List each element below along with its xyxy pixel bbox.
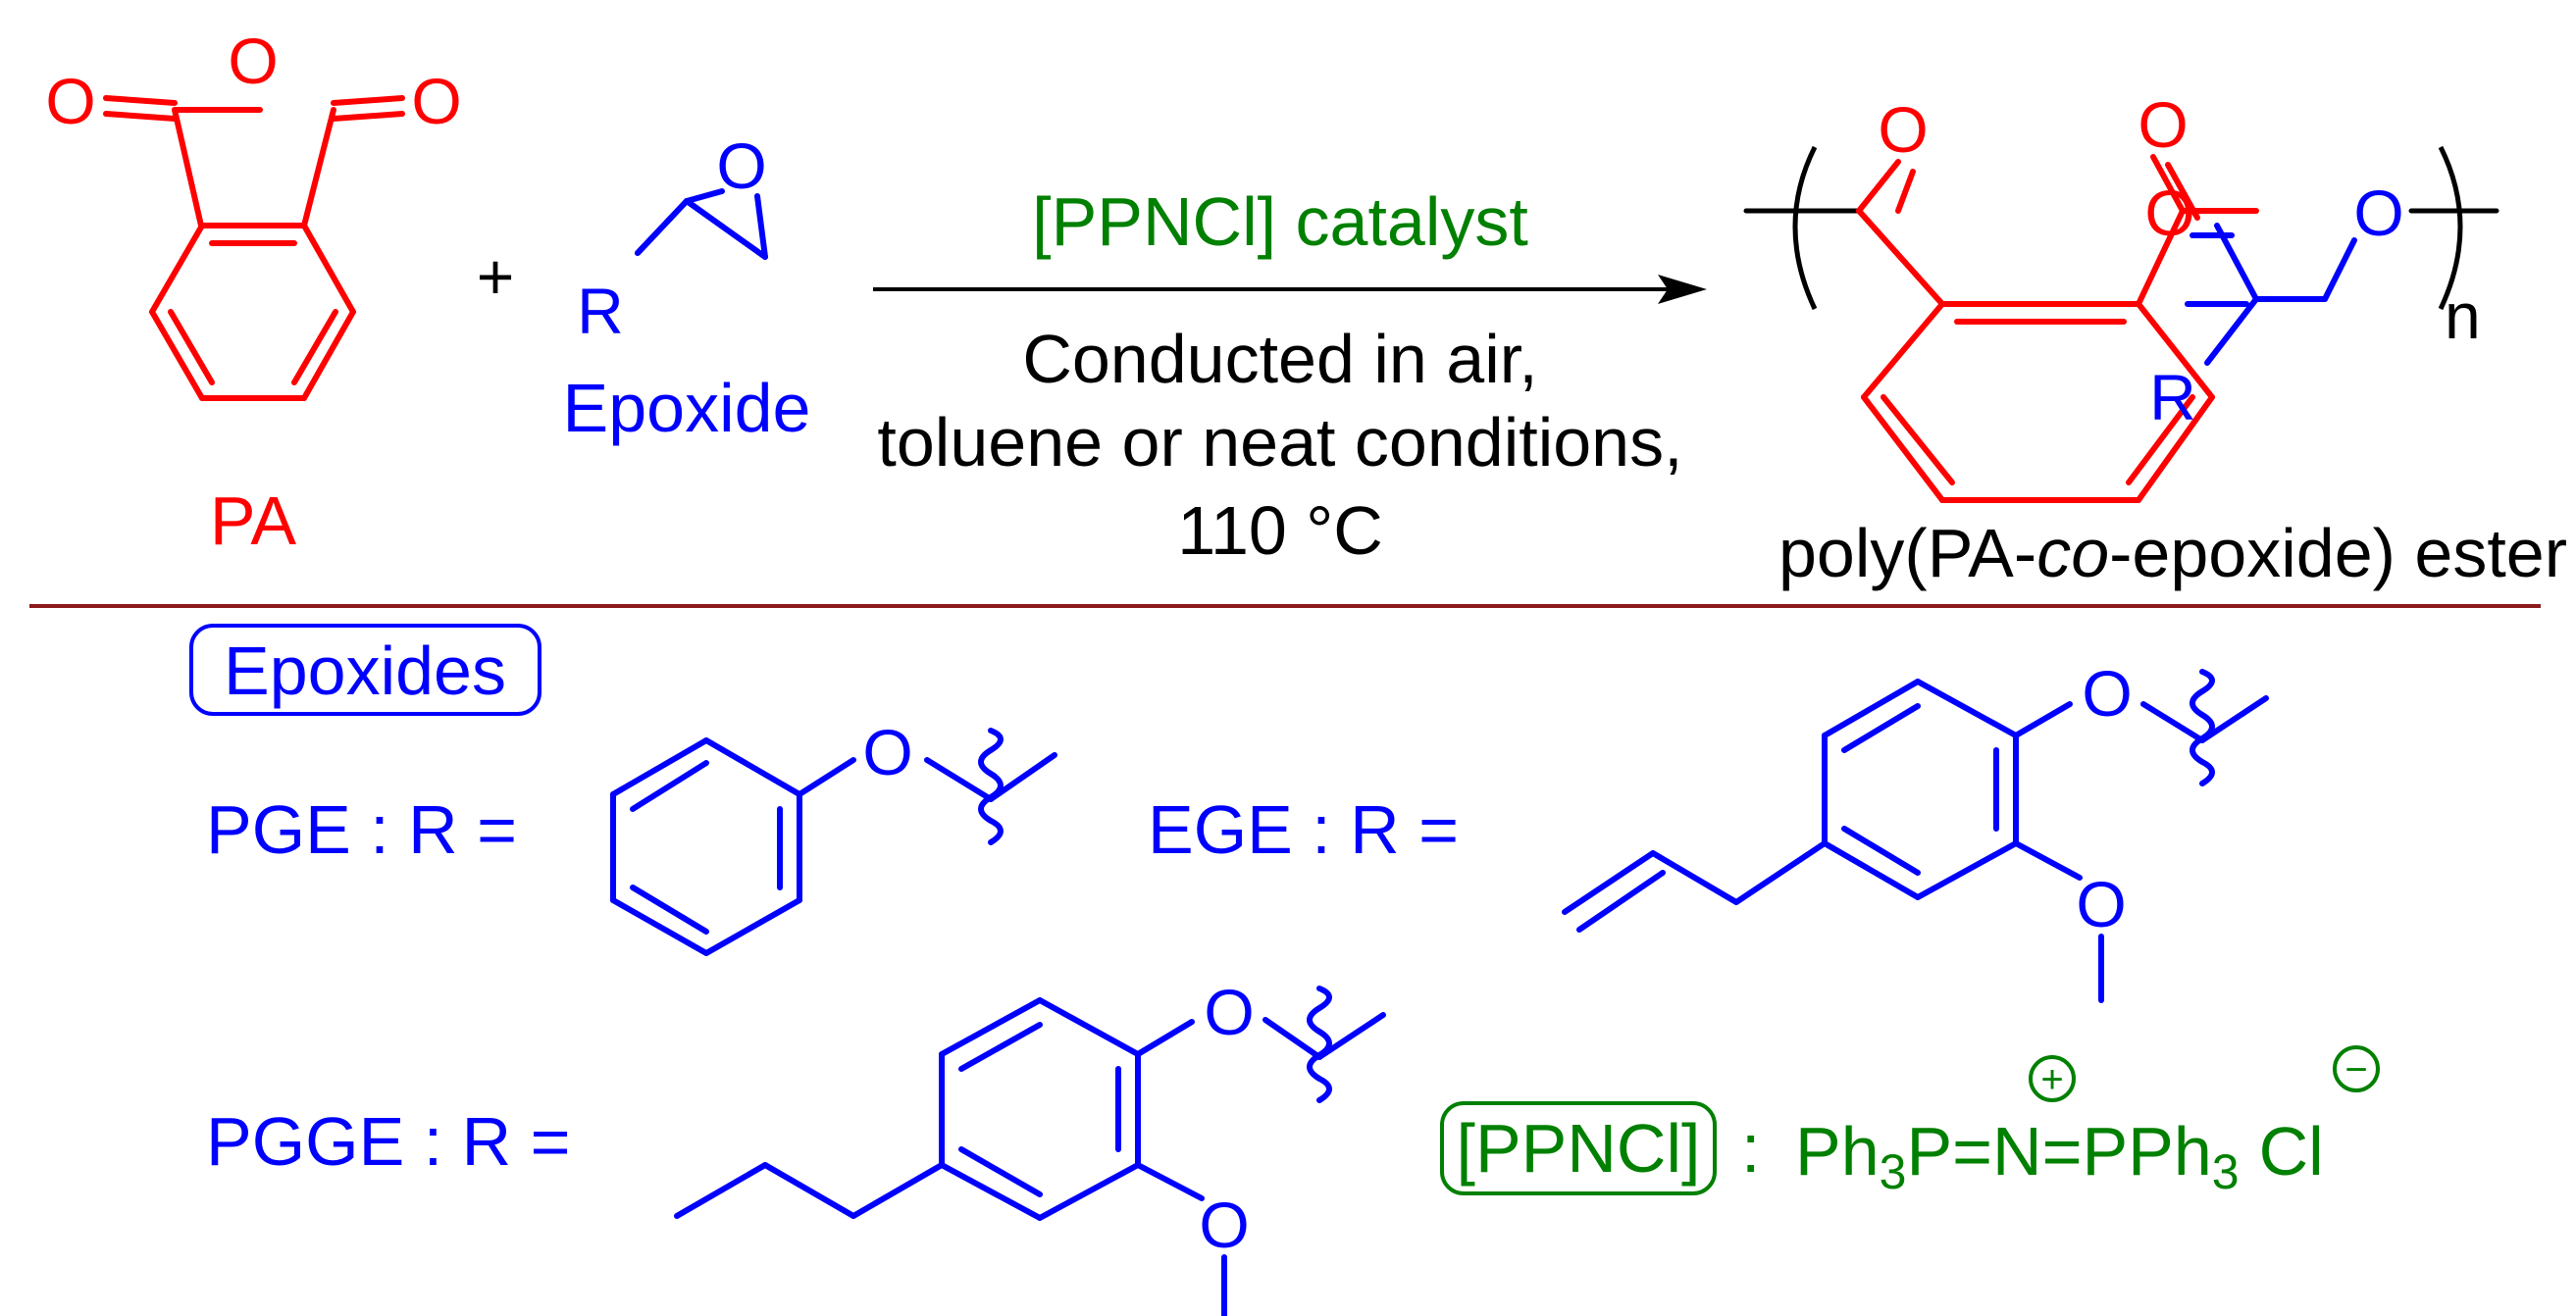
ege-ether-oxygen: O bbox=[2082, 657, 2132, 730]
pgge-methoxy-oxygen: O bbox=[1199, 1189, 1249, 1261]
epoxides-box-label: Epoxides bbox=[224, 633, 506, 709]
epoxides-box bbox=[189, 624, 541, 716]
product-ether-oxygen: O bbox=[2353, 177, 2403, 249]
pge-label: PGE : R = bbox=[206, 791, 517, 868]
ege-structure bbox=[1562, 669, 2269, 1003]
condition-line-2: toluene or neat conditions, bbox=[877, 404, 1682, 481]
pa-label: PA bbox=[210, 482, 296, 559]
polyester-product: O O O O R n bbox=[1743, 88, 2499, 503]
epoxide-bonds bbox=[635, 188, 768, 260]
product-r-group: R bbox=[2149, 361, 2196, 433]
negative-charge-sign: − bbox=[2344, 1048, 2367, 1091]
repeat-subscript-n: n bbox=[2445, 279, 2481, 352]
ppncl-box bbox=[1440, 1101, 1717, 1195]
condition-line-1: Conducted in air, bbox=[1022, 321, 1537, 397]
pa-carbonyl-oxygen-right: O bbox=[411, 65, 461, 137]
epoxide-reactant: O R Epoxide bbox=[563, 129, 811, 446]
product-blue-bonds bbox=[2185, 223, 2357, 366]
pa-ring-oxygen: O bbox=[228, 25, 278, 97]
ppncl-box-label: [PPNCl] bbox=[1457, 1110, 1701, 1187]
ppncl-colon: : bbox=[1741, 1110, 1760, 1187]
catalyst-text: [PPNCl] catalyst bbox=[1032, 183, 1528, 260]
positive-charge-sign: + bbox=[2040, 1058, 2063, 1101]
epoxide-r-group: R bbox=[577, 275, 624, 347]
product-red-bonds bbox=[1856, 154, 2259, 503]
product-carbonyl-oxygen-1: O bbox=[1878, 93, 1928, 166]
condition-line-3: 110 °C bbox=[1177, 492, 1383, 569]
epoxide-label: Epoxide bbox=[563, 370, 811, 446]
positive-charge-circle bbox=[2029, 1055, 2076, 1102]
reaction-arrow bbox=[873, 275, 1707, 304]
plus-sign: + bbox=[477, 240, 515, 313]
product-ester-oxygen: O bbox=[2144, 177, 2194, 249]
pa-carbonyl-oxygen-left: O bbox=[45, 65, 95, 137]
product-carbonyl-oxygen-2: O bbox=[2138, 88, 2188, 161]
pgge-ether-oxygen: O bbox=[1204, 976, 1254, 1048]
pge-structure bbox=[610, 728, 1057, 956]
product-label: poly(PA-co-epoxide) ester bbox=[1778, 515, 2567, 591]
ege-label: EGE : R = bbox=[1148, 791, 1459, 868]
pa-bonds bbox=[103, 95, 405, 401]
epoxide-oxygen: O bbox=[716, 129, 766, 202]
ege-methoxy-oxygen: O bbox=[2076, 868, 2126, 940]
pge-oxygen: O bbox=[862, 716, 912, 788]
pgge-label: PGGE : R = bbox=[206, 1103, 571, 1180]
negative-charge-circle bbox=[2333, 1045, 2380, 1092]
pgge-structure bbox=[674, 986, 1386, 1316]
phthalic-anhydride: O O O PA bbox=[45, 25, 461, 559]
